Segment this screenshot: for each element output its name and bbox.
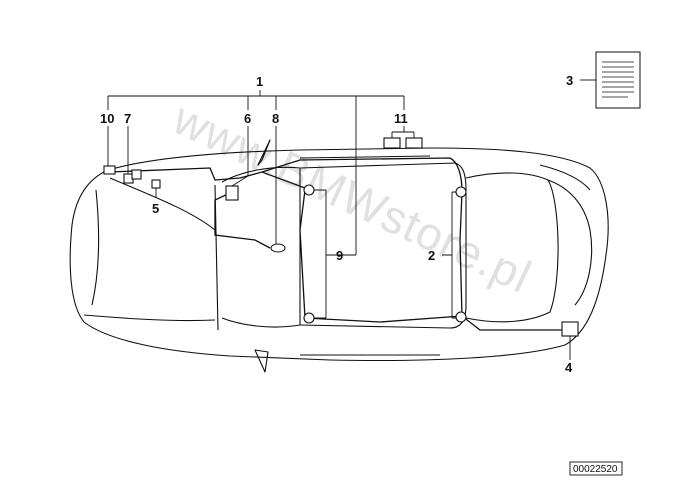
callout-2: 2 bbox=[428, 248, 435, 263]
callout-8: 8 bbox=[272, 111, 279, 126]
wiring-harness bbox=[109, 157, 568, 331]
callout-1: 1 bbox=[256, 74, 263, 89]
car-outline bbox=[69, 139, 609, 373]
callout-9: 9 bbox=[336, 248, 343, 263]
callout-10: 10 bbox=[100, 111, 114, 126]
connector-5 bbox=[151, 179, 161, 189]
speaker-front-left bbox=[303, 184, 315, 196]
callout-11: 11 bbox=[394, 111, 408, 126]
sensor-8 bbox=[270, 243, 286, 253]
speaker-rear-left bbox=[455, 186, 467, 198]
speaker-rear-right bbox=[455, 311, 467, 323]
part-11b bbox=[405, 137, 423, 149]
connector-7b bbox=[131, 169, 142, 180]
connector-10 bbox=[103, 165, 116, 175]
speaker-front-right bbox=[303, 312, 315, 324]
callout-6: 6 bbox=[244, 111, 251, 126]
reference-number: 00022520 bbox=[569, 461, 623, 476]
module-6 bbox=[225, 185, 239, 201]
reference-number-text: 00022520 bbox=[573, 464, 618, 475]
callout-7: 7 bbox=[124, 111, 131, 126]
callout-4: 4 bbox=[565, 360, 573, 375]
callout-3: 3 bbox=[566, 73, 573, 88]
part-11a bbox=[383, 137, 401, 149]
leader-lines bbox=[107, 79, 596, 360]
module-4 bbox=[561, 321, 579, 337]
callout-5: 5 bbox=[152, 201, 159, 216]
document-icon bbox=[595, 51, 641, 109]
